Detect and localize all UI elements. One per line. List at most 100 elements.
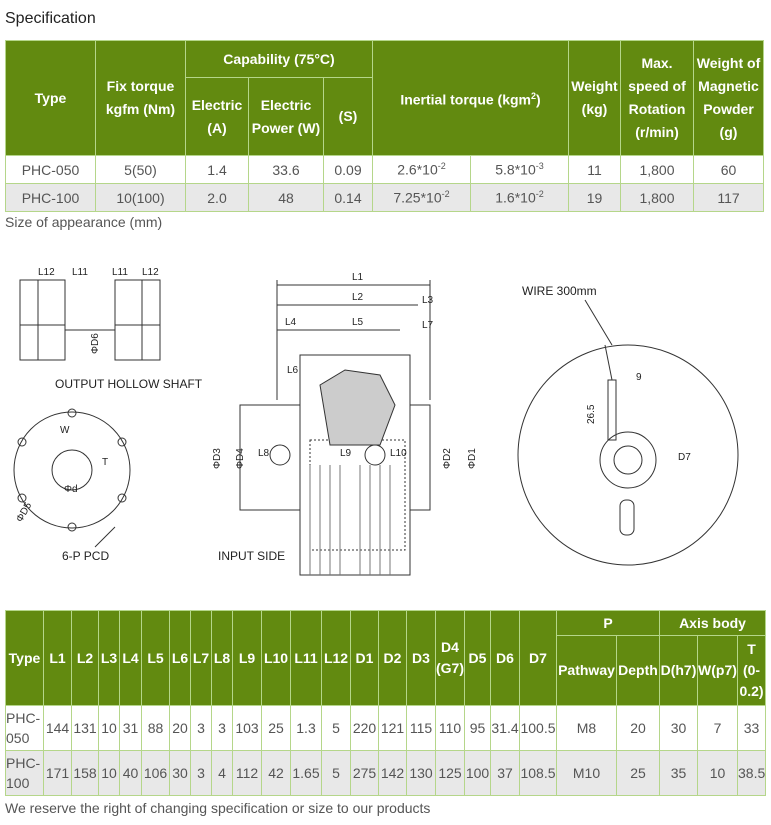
header-depth: Depth	[616, 635, 660, 706]
cell: 110	[435, 705, 465, 751]
cell: 131	[71, 705, 99, 751]
cell: 2.0	[185, 183, 249, 212]
cell: 20	[616, 705, 660, 751]
cell: 31.4	[490, 705, 520, 751]
header-p: P	[556, 610, 660, 636]
cell: 1.4	[185, 155, 249, 184]
header-powder: Weight of Magnetic Powder (g)	[693, 40, 764, 156]
header-pathway: Pathway	[556, 635, 617, 706]
svg-text:26.5: 26.5	[586, 404, 597, 424]
header-l2: L2	[71, 610, 99, 706]
svg-text:L12: L12	[142, 267, 159, 278]
cell: 108.5	[519, 750, 557, 796]
cell: 115	[406, 705, 436, 751]
cell: M10	[556, 750, 617, 796]
svg-text:ΦD2: ΦD2	[442, 448, 453, 469]
cell: 5	[321, 750, 351, 796]
cell: 106	[141, 750, 170, 796]
svg-text:ΦD3: ΦD3	[212, 448, 223, 469]
cell: 11	[568, 155, 621, 184]
svg-text:L3: L3	[422, 295, 434, 306]
cell: 35	[659, 750, 698, 796]
cell: 30	[659, 705, 698, 751]
svg-text:L9: L9	[340, 448, 352, 459]
svg-text:L10: L10	[390, 448, 407, 459]
cell: 125	[435, 750, 465, 796]
cell: 144	[43, 705, 72, 751]
cell: 5.8*10-3	[470, 155, 569, 184]
svg-text:WIRE 300mm: WIRE 300mm	[522, 284, 597, 298]
header-l6: L6	[169, 610, 191, 706]
cell: 95	[464, 705, 491, 751]
cell: 220	[350, 705, 379, 751]
header-type: Type	[5, 610, 44, 706]
svg-text:ΦD6: ΦD6	[90, 333, 101, 354]
svg-text:L7: L7	[422, 320, 434, 331]
svg-text:L1: L1	[352, 272, 364, 283]
cell: 275	[350, 750, 379, 796]
specification-table: Type Fix torque kgfm (Nm) Capability (75…	[5, 40, 764, 212]
svg-text:W: W	[60, 425, 70, 436]
cell: 25	[261, 705, 291, 751]
svg-text:ΦD4: ΦD4	[235, 448, 246, 469]
cell: 0.14	[323, 183, 373, 212]
header-l10: L10	[261, 610, 291, 706]
cell: 7	[697, 705, 738, 751]
header-l11: L11	[290, 610, 322, 706]
svg-text:ΦD5: ΦD5	[14, 500, 34, 524]
header-weight: Weight (kg)	[568, 40, 621, 156]
svg-text:L4: L4	[285, 317, 297, 328]
cell: 3	[211, 705, 233, 751]
cell: 100.5	[519, 705, 557, 751]
cell: 3	[190, 705, 212, 751]
cell: 48	[248, 183, 324, 212]
header-d5: D5	[464, 610, 491, 706]
cell: 10(100)	[95, 183, 186, 212]
cell: 1,800	[620, 155, 694, 184]
cell: 1.65	[290, 750, 322, 796]
svg-text:INPUT SIDE: INPUT SIDE	[218, 549, 285, 563]
size-subheader-row: Pathway Depth D(h7) W(p7) T (0-0.2)	[6, 635, 767, 706]
cell: 40	[119, 750, 142, 796]
svg-text:9: 9	[636, 372, 642, 383]
header-power: Electric Power (W)	[248, 77, 324, 156]
cell: 2.6*10-2	[372, 155, 471, 184]
header-capability: Capability (75°C)	[185, 40, 373, 78]
header-l9: L9	[232, 610, 262, 706]
cell: 5(50)	[95, 155, 186, 184]
footer-note: We reserve the right of changing specifi…	[5, 800, 431, 816]
header-electric: Electric (A)	[185, 77, 249, 156]
svg-text:L11: L11	[112, 267, 128, 278]
cell: 33	[736, 705, 767, 751]
cell: PHC-050	[5, 155, 96, 184]
cell: PHC-100	[5, 750, 44, 796]
header-type: Type	[5, 40, 96, 156]
cell: 117	[693, 183, 764, 212]
header-s: (S)	[323, 77, 373, 156]
cell: 42	[261, 750, 291, 796]
cell: 100	[464, 750, 491, 796]
cell: 112	[232, 750, 262, 796]
cell: 171	[43, 750, 72, 796]
header-dh7: D(h7)	[659, 635, 698, 706]
cell: 30	[169, 750, 191, 796]
cell: 5	[321, 705, 351, 751]
cell: 0.09	[323, 155, 373, 184]
svg-text:6-P PCD: 6-P PCD	[62, 549, 109, 563]
cell: 1,800	[620, 183, 694, 212]
cell: 1.6*10-2	[470, 183, 569, 212]
svg-text:T: T	[102, 457, 108, 468]
cell: 158	[71, 750, 99, 796]
cell: PHC-050	[5, 705, 44, 751]
cell: 33.6	[248, 155, 324, 184]
cell: 121	[378, 705, 407, 751]
cell: 25	[616, 750, 660, 796]
cell: 31	[119, 705, 142, 751]
cell: PHC-100	[5, 183, 96, 212]
cell: 142	[378, 750, 407, 796]
svg-text:L8: L8	[258, 448, 270, 459]
